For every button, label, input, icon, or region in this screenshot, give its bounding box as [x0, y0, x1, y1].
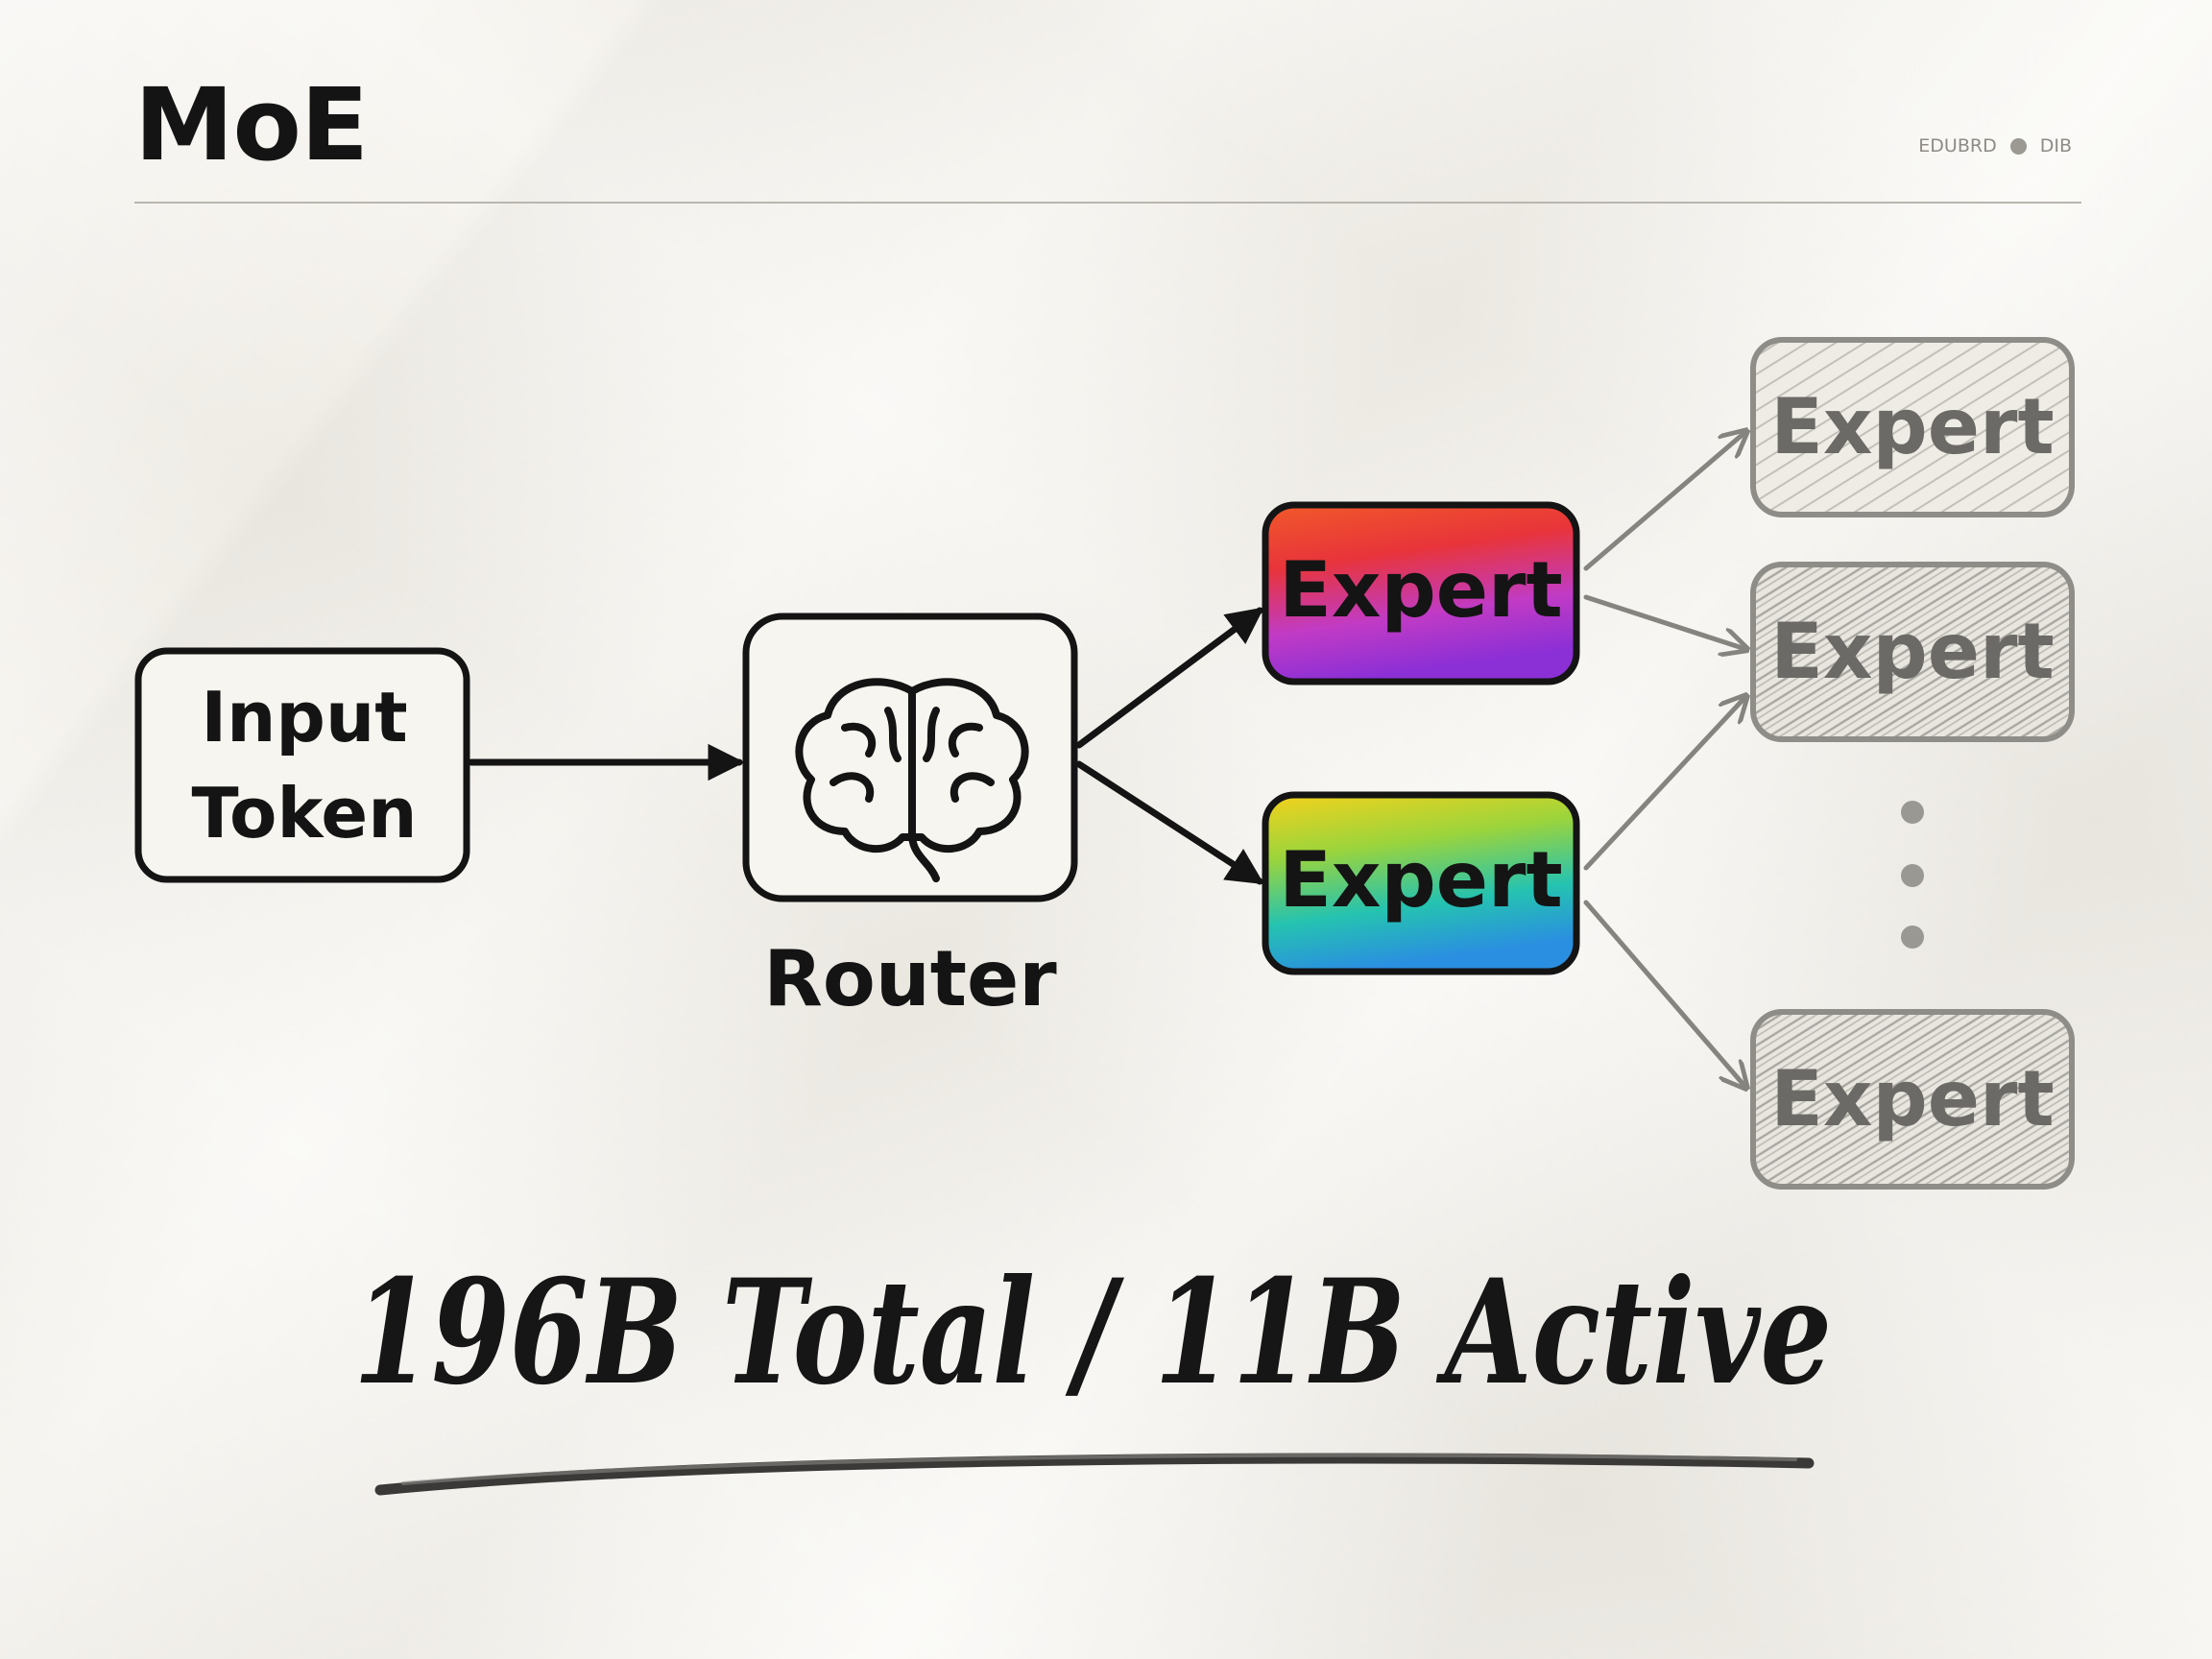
active-expert-1: Expert [1262, 501, 1580, 685]
summary-underline [374, 1453, 1815, 1496]
active-expert-2: Expert [1262, 791, 1580, 975]
inactive-expert-2: Expert [1750, 562, 2075, 742]
ellipsis-dot [1901, 926, 1924, 949]
brain-icon [795, 678, 1029, 882]
header-meta-right: DIB [2039, 135, 2072, 156]
ellipsis-dot [1901, 801, 1924, 824]
arrow-expert-2-to-inactive-3 [1583, 900, 1745, 1087]
arrow-router-to-expert-2 [1075, 760, 1264, 885]
inactive-arrows [1583, 432, 1745, 1087]
input-token-label-line1: Input [201, 677, 407, 757]
summary-text: 196B Total / 11B Active [353, 1248, 1832, 1417]
inactive-expert-3: Expert [1750, 1009, 2075, 1190]
inactive-expert-1: Expert [1750, 337, 2075, 517]
arrow-expert-2-to-inactive-2 [1583, 697, 1745, 871]
arrow-expert-1-to-inactive-1 [1583, 432, 1745, 571]
inactive-expert-3-label: Expert [1770, 1054, 2054, 1143]
header-meta: EDUBRD DIB [1918, 135, 2072, 156]
inactive-expert-2-label: Expert [1770, 607, 2054, 696]
header-meta-left: EDUBRD [1918, 135, 1997, 156]
header-divider [134, 202, 2081, 204]
active-expert-2-label: Expert [1279, 835, 1562, 925]
active-expert-1-label: Expert [1279, 545, 1562, 635]
ellipsis-dot [1901, 864, 1924, 887]
ellipsis [1901, 801, 1924, 949]
inactive-expert-1-label: Expert [1770, 382, 2054, 471]
router-node [742, 613, 1078, 902]
arrow-expert-1-to-inactive-2 [1583, 594, 1745, 649]
arrow-router-to-expert-1 [1075, 607, 1264, 749]
summary-underline-texture [401, 1453, 1797, 1485]
input-token-label-line2: Token [191, 773, 417, 854]
router-label: Router [763, 934, 1057, 1023]
page-title: MoE [134, 66, 369, 183]
input-token-node: Input Token [134, 647, 470, 883]
meta-dot-icon [2009, 137, 2027, 155]
